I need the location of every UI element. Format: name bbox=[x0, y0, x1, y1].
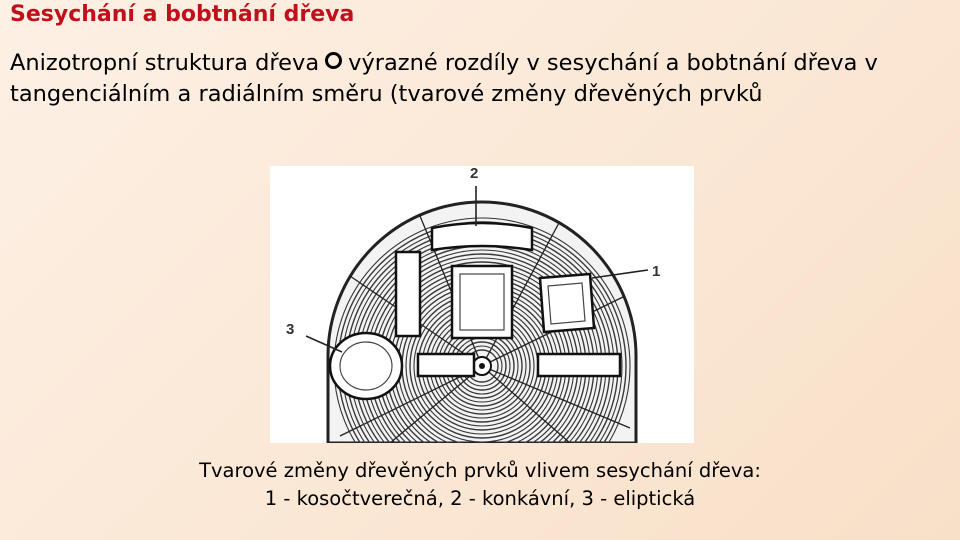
figure-label-3: 3 bbox=[286, 321, 294, 338]
body-text-part1: Anizotropní struktura dřeva bbox=[10, 50, 320, 76]
elliptical-round-shape bbox=[328, 331, 404, 401]
slide-title: Sesychání a bobtnání dřeva bbox=[10, 2, 355, 27]
log-cross-section-diagram: 2 1 3 bbox=[286, 166, 660, 443]
center-square-shape bbox=[450, 264, 514, 340]
rhombic-square-shape bbox=[538, 272, 596, 334]
body-text-part2: výrazné rozdíly v sesychání a bobtnání d… bbox=[10, 50, 878, 107]
vertical-board-shape bbox=[394, 250, 422, 338]
figure-label-1: 1 bbox=[652, 263, 660, 280]
wood-shrinkage-figure: 2 1 3 bbox=[270, 166, 694, 443]
left-horizontal-board-shape bbox=[416, 352, 476, 378]
concave-board-shape bbox=[430, 221, 534, 252]
caption-line-2: 1 - kosočtverečná, 2 - konkávní, 3 - eli… bbox=[264, 487, 696, 510]
figure-label-2: 2 bbox=[470, 166, 478, 182]
label-leader-lines bbox=[305, 186, 649, 353]
right-horizontal-board-shape bbox=[536, 352, 622, 378]
caption-line-1: Tvarové změny dřevěných prvků vlivem ses… bbox=[199, 459, 761, 482]
ring-bullet-icon bbox=[325, 52, 343, 69]
figure-caption: Tvarové změny dřevěných prvků vlivem ses… bbox=[60, 457, 900, 513]
